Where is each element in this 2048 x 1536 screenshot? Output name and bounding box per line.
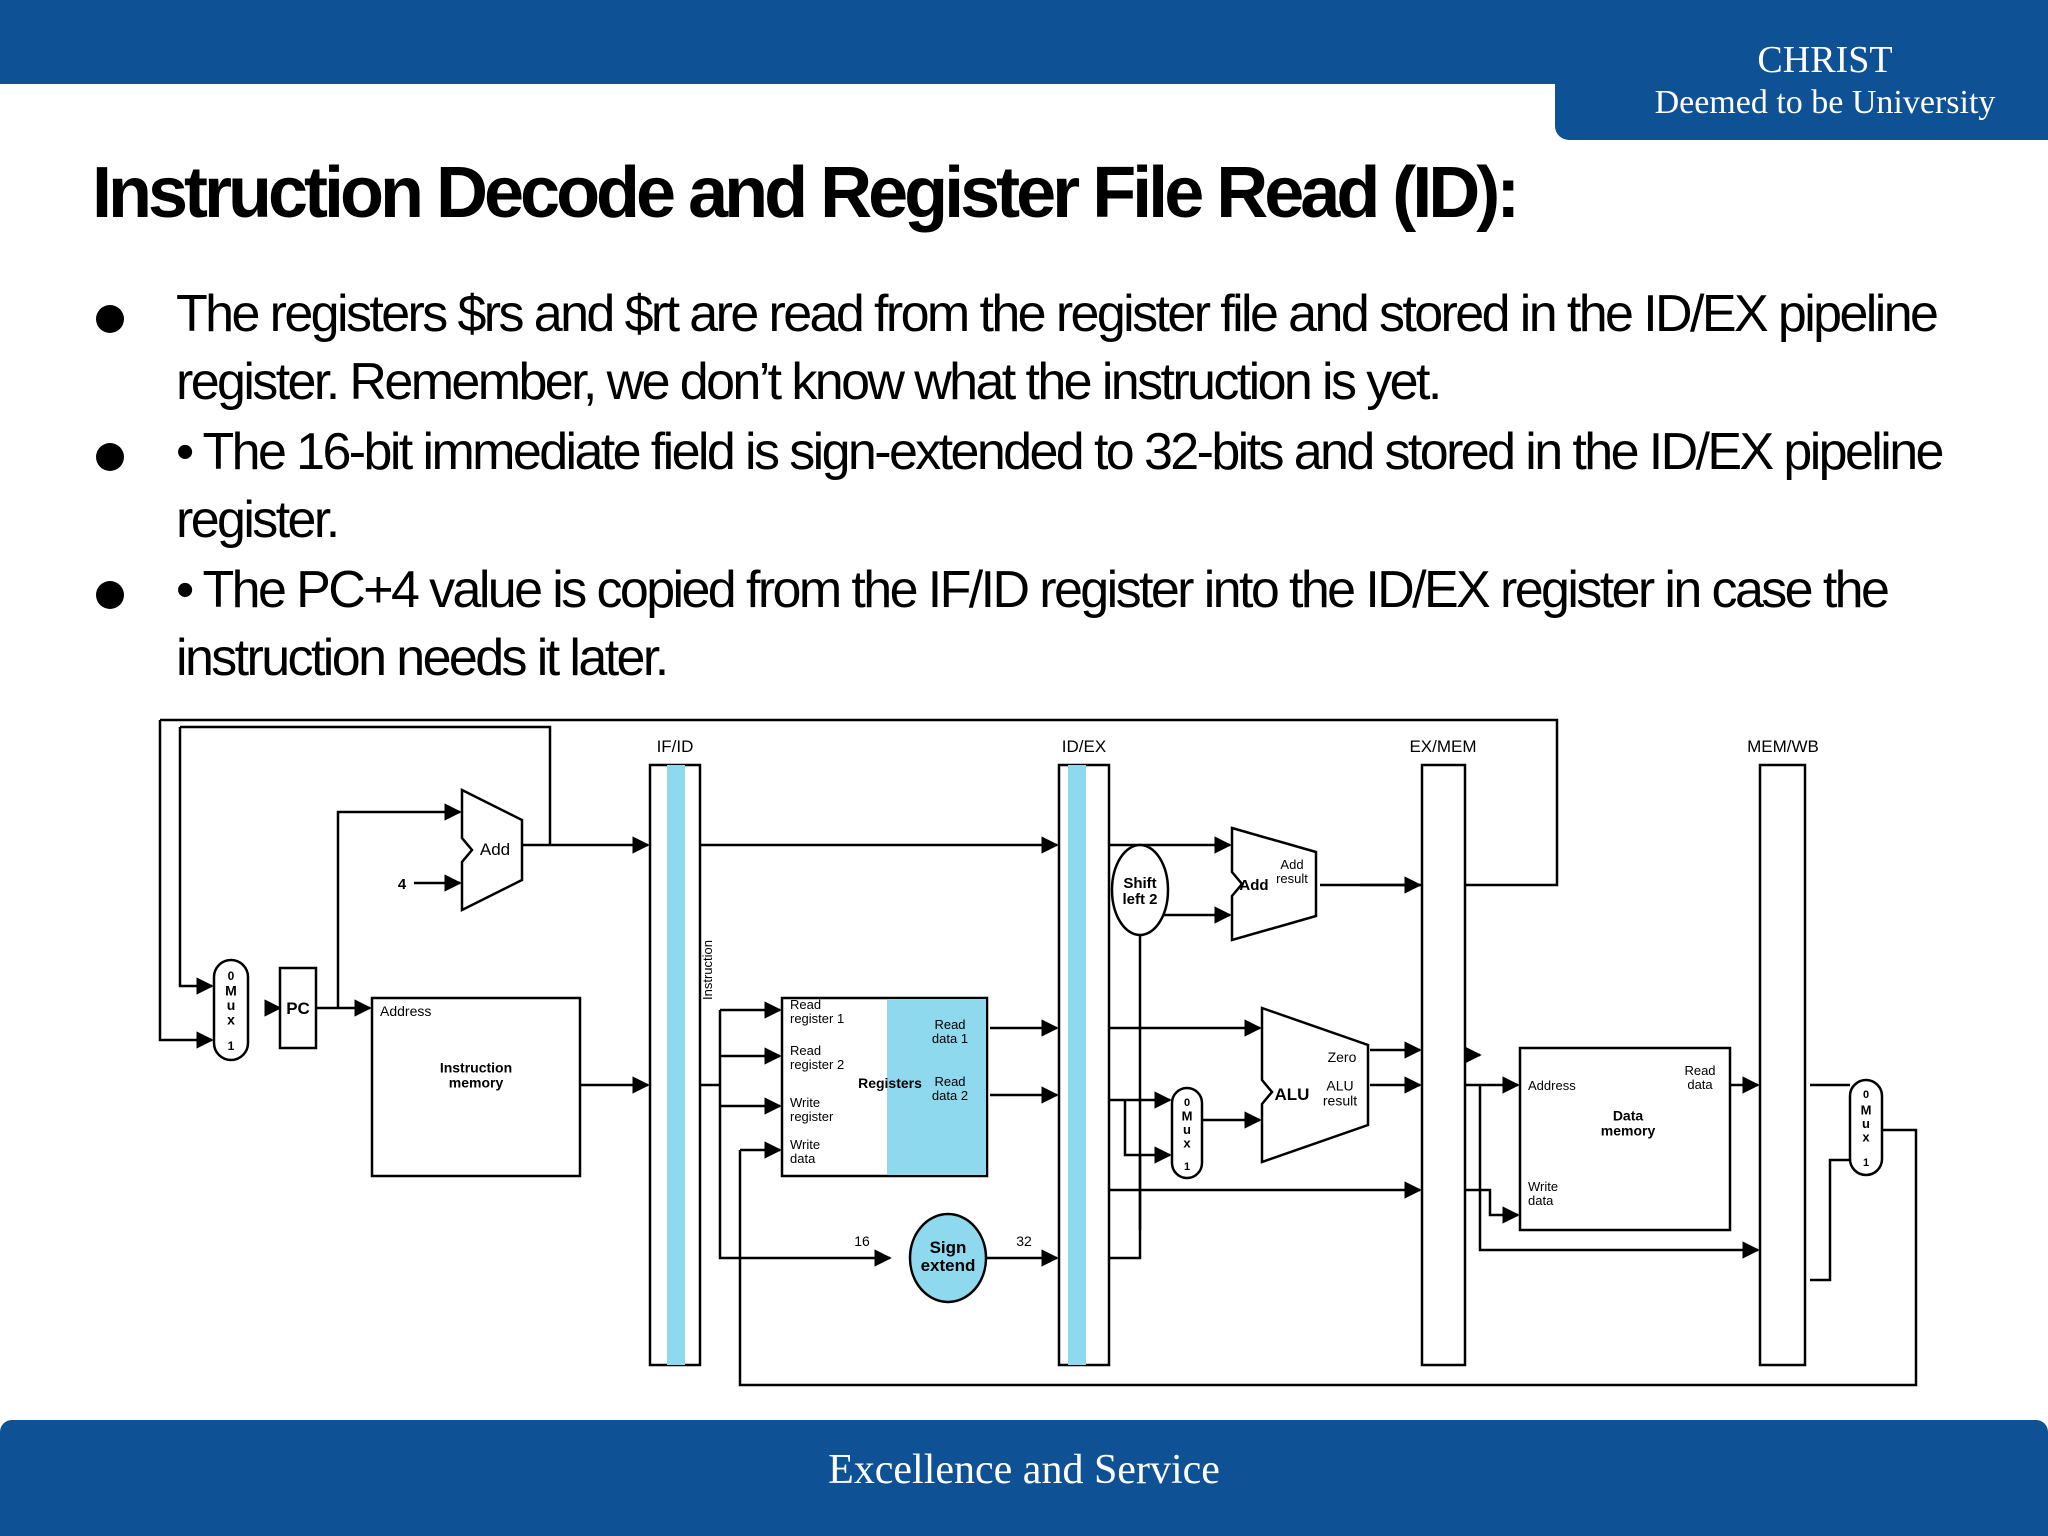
alu-mux-in1: 1 xyxy=(1184,1161,1190,1173)
add2-label: Add xyxy=(1239,877,1268,894)
alu-zero: Zero xyxy=(1328,1049,1357,1065)
alu-label: ALU xyxy=(1275,1085,1310,1104)
logo-line1: CHRIST xyxy=(1757,39,1893,81)
logo-tab xyxy=(1555,60,2048,140)
adder-pc4: Add xyxy=(460,787,524,913)
label-ifid: IF/ID xyxy=(657,737,694,756)
bullet-icon xyxy=(96,305,124,333)
bullet-text: • The 16-bit immediate field is sign-ext… xyxy=(176,423,1944,549)
pc-register: PC xyxy=(278,966,318,1050)
bullet-item: • The 16-bit immediate field is sign-ext… xyxy=(92,418,1992,554)
bullet-icon xyxy=(96,443,124,471)
slide-title: Instruction Decode and Register File Rea… xyxy=(92,153,1520,233)
label-idex: ID/EX xyxy=(1062,737,1106,756)
dmem-address: Address xyxy=(1528,1078,1576,1093)
pc-label: PC xyxy=(286,999,310,1018)
wb-mux-in1: 1 xyxy=(1863,1157,1869,1169)
alu-mux-in0: 0 xyxy=(1184,1097,1190,1109)
bullet-text: • The PC+4 value is copied from the IF/I… xyxy=(176,561,1890,687)
university-logo: CHRIST Deemed to be University xyxy=(1602,38,2048,124)
bullet-text: The registers $rs and $rt are read from … xyxy=(176,285,1939,411)
bullet-item: The registers $rs and $rt are read from … xyxy=(92,280,1992,416)
bits-32: 32 xyxy=(1016,1233,1032,1249)
wb-mux-in0: 0 xyxy=(1863,1089,1869,1101)
footer-text: Excellence and Service xyxy=(828,1447,1220,1493)
pipeline-register-memwb: MEM/WB xyxy=(1747,737,1819,1367)
footer-bar xyxy=(0,1420,2048,1536)
imem-address: Address xyxy=(380,1003,431,1019)
bits-16: 16 xyxy=(854,1233,870,1249)
const-four: 4 xyxy=(398,876,407,893)
mux-in0: 0 xyxy=(228,969,235,983)
bullet-list: The registers $rs and $rt are read from … xyxy=(92,280,1992,694)
pipeline-register-exmem: EX/MEM xyxy=(1409,737,1477,1367)
logo-line2: Deemed to be University xyxy=(1654,84,1996,121)
reg-name: Registers xyxy=(858,1075,922,1091)
bullet-item: • The PC+4 value is copied from the IF/I… xyxy=(92,556,1992,692)
pipeline-register-ifid: IF/ID xyxy=(648,737,702,1367)
label-memwb: MEM/WB xyxy=(1747,737,1819,756)
instruction-label: Instruction xyxy=(700,940,715,1000)
pipeline-register-idex: ID/EX xyxy=(1057,737,1111,1367)
bullet-icon xyxy=(96,581,124,609)
label-exmem: EX/MEM xyxy=(1409,737,1476,756)
add-label: Add xyxy=(480,840,510,859)
mux-in1: 1 xyxy=(228,1039,235,1053)
